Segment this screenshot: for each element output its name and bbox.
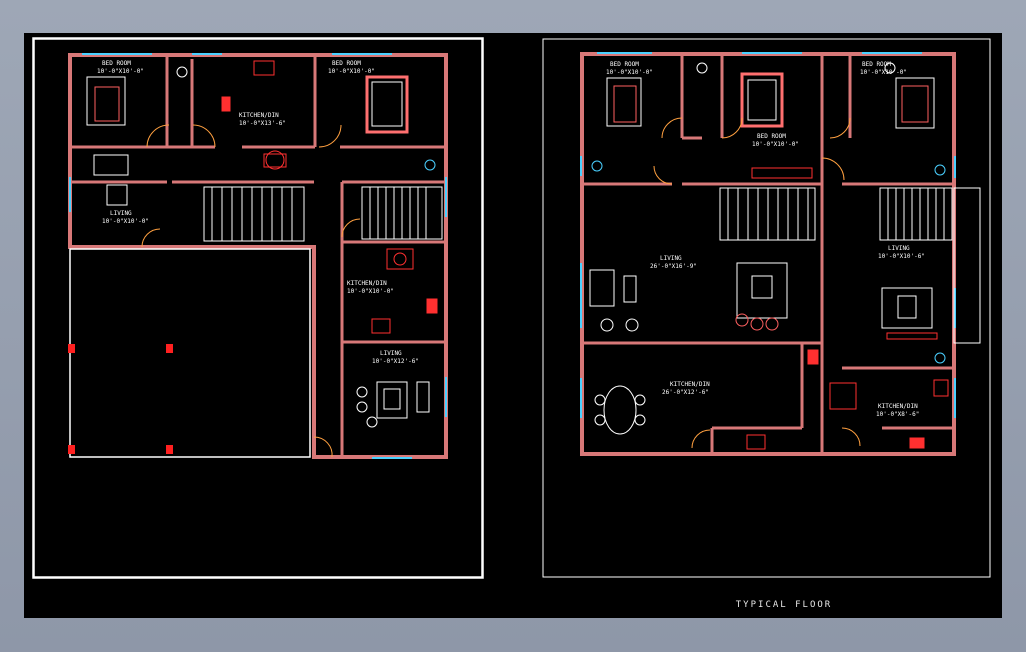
- ground-floor-sheet: BED ROOM 10'-0"X10'-0" KITCHEN/DIN 10'-0…: [32, 37, 484, 579]
- room-dim: 10'-0"X8'-6": [876, 411, 919, 418]
- bed-icon: [86, 76, 126, 126]
- doors: [141, 124, 361, 458]
- toilet-icon: [176, 66, 188, 78]
- dining-table-icon: [265, 150, 285, 170]
- room-dim: 10'-0"X13'-6": [239, 120, 286, 127]
- room-dim: 10'-0"X10'-6": [878, 253, 925, 260]
- stove-icon: [371, 318, 391, 334]
- dining-table-icon: [376, 381, 408, 419]
- drawing-viewport[interactable]: BED ROOM 10'-0"X10'-0" KITCHEN/DIN 10'-0…: [24, 33, 1002, 618]
- table-icon: [623, 275, 637, 303]
- sheet-border: [32, 37, 484, 579]
- room-dim: 26'-0"X16'-9": [650, 263, 697, 270]
- bed-icon: [895, 77, 935, 129]
- room-labels: BED ROOM 10'-0"X10'-0" BED ROOM 10'-0"X1…: [606, 61, 925, 418]
- furniture: [86, 60, 438, 428]
- toilet-icon: [591, 160, 603, 172]
- room-name: BED ROOM: [610, 61, 639, 68]
- bed-icon: [606, 77, 642, 127]
- room-dim: 10'-0"X10'-0": [606, 69, 653, 76]
- room-dim: 10'-0"X10'-0": [102, 218, 149, 225]
- room-dim: 10'-0"X10'-0": [752, 141, 799, 148]
- inner-walls: [70, 55, 446, 457]
- bed-icon: [740, 72, 784, 128]
- windows: [580, 52, 956, 418]
- room-name: LIVING: [380, 350, 402, 357]
- room-name: KITCHEN/DIN: [239, 112, 279, 119]
- room-name: KITCHEN/DIN: [670, 381, 710, 388]
- toilet-icon: [696, 62, 708, 74]
- room-name: BED ROOM: [862, 61, 891, 68]
- balcony: [953, 187, 981, 344]
- room-dim: 10'-0"X10'-0": [97, 68, 144, 75]
- room-name: BED ROOM: [757, 133, 786, 140]
- room-name: BED ROOM: [332, 60, 361, 67]
- open-area: [69, 248, 311, 458]
- staircase-left: [203, 186, 305, 242]
- column-markers: [68, 344, 173, 454]
- outer-walls: [68, 53, 448, 459]
- typical-floor-sheet: BED ROOM 10'-0"X10'-0" BED ROOM 10'-0"X1…: [542, 38, 991, 578]
- furniture: [589, 62, 949, 450]
- toilet-icon: [934, 352, 946, 364]
- stove-icon: [933, 379, 949, 397]
- stove-icon: [746, 434, 766, 450]
- room-name: LIVING: [110, 210, 132, 217]
- windows: [69, 53, 447, 459]
- room-dim: 26'-0"X12'-6": [662, 389, 709, 396]
- toilet-icon: [424, 159, 436, 171]
- room-name: KITCHEN/DIN: [878, 403, 918, 410]
- stove-icon: [253, 60, 275, 76]
- doors: [653, 117, 861, 449]
- sofa-icon: [93, 154, 129, 176]
- room-dim: 10'-0"X10'-0": [860, 69, 907, 76]
- bed-icon: [365, 75, 409, 134]
- room-labels: BED ROOM 10'-0"X10'-0" KITCHEN/DIN 10'-0…: [97, 60, 419, 365]
- inner-walls: [582, 54, 954, 454]
- staircase-right: [879, 187, 953, 241]
- toilet-icon: [884, 62, 896, 74]
- sofa-icon: [589, 269, 615, 307]
- room-dim: 10'-0"X12'-6": [372, 358, 419, 365]
- room-name: LIVING: [888, 245, 910, 252]
- room-name: BED ROOM: [102, 60, 131, 67]
- staircase-left: [719, 187, 816, 241]
- dining-table-icon: [386, 248, 414, 270]
- room-dim: 10'-0"X10'-0": [328, 68, 375, 75]
- staircase-right: [361, 186, 443, 240]
- typical-floor-caption: TYPICAL FLOOR: [735, 600, 833, 610]
- room-dim: 10'-0"X10'-0": [347, 288, 394, 295]
- sofa-icon: [736, 262, 788, 319]
- sofa-icon: [881, 287, 933, 329]
- dining-table-icon: [829, 382, 857, 410]
- sheet-border: [542, 38, 991, 578]
- room-name: KITCHEN/DIN: [347, 280, 387, 287]
- room-name: LIVING: [660, 255, 682, 262]
- dining-table-icon: [603, 385, 637, 435]
- toilet-icon: [934, 164, 946, 176]
- table-icon: [106, 184, 128, 206]
